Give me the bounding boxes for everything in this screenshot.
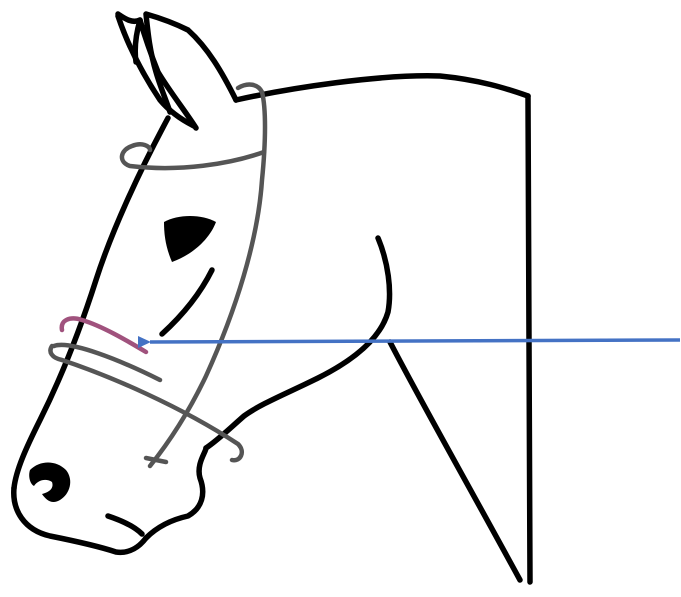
neck-crest	[233, 73, 531, 103]
jaw-line	[203, 235, 393, 451]
cheek-contour	[159, 267, 215, 337]
face-front	[11, 115, 171, 491]
bridle-straps	[48, 82, 268, 469]
ear-inner	[132, 17, 199, 131]
muzzle	[11, 485, 149, 556]
chin	[143, 445, 209, 541]
highlighted-noseband-strap	[59, 316, 149, 355]
browband	[119, 142, 267, 171]
ear-tip	[115, 11, 143, 25]
eye	[164, 216, 216, 262]
throat-line	[387, 339, 523, 583]
ear-outer	[143, 11, 239, 115]
pointer-arrow	[137, 336, 681, 349]
ear-front	[115, 13, 197, 129]
horse-head-outline	[11, 11, 533, 585]
noseband-back	[51, 342, 163, 383]
noseband	[48, 343, 244, 463]
crownpiece	[147, 82, 268, 469]
nostril	[29, 462, 71, 503]
lip	[105, 513, 145, 537]
cheek-buckle	[143, 455, 169, 465]
